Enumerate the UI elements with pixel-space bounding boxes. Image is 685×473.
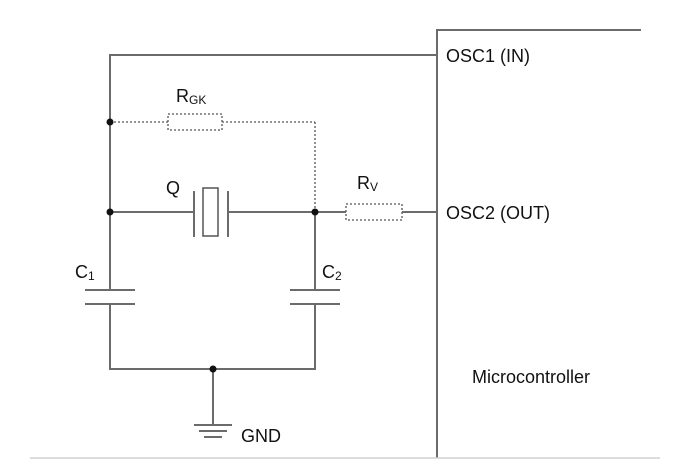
junction-ground (209, 365, 217, 373)
osc1-net (109, 54, 438, 291)
junction-rgk-left (106, 118, 114, 126)
c1-label: C1 (75, 262, 95, 283)
rgk-resistor (167, 113, 223, 131)
rgk-label-sub: GK (189, 93, 206, 107)
osc1-label: OSC1 (IN) (446, 46, 530, 66)
gnd-label: GND (241, 426, 281, 446)
microcontroller-block (436, 29, 641, 458)
rv-label-main: R (357, 173, 370, 193)
capacitor-c2 (290, 211, 340, 370)
c2-label: C2 (322, 262, 342, 283)
ground-net (109, 368, 316, 438)
osc2-label: OSC2 (OUT) (446, 203, 550, 223)
crystal-body (202, 187, 219, 237)
rgk-feedback-path (110, 113, 316, 212)
rgk-label: RGK (176, 86, 206, 107)
microcontroller-label: Microcontroller (472, 367, 590, 387)
c2-label-main: C (322, 262, 335, 282)
c2-label-sub: 2 (335, 269, 342, 283)
junction-crystal-right (311, 208, 319, 216)
rv-label-sub: V (370, 180, 378, 194)
rv-resistor (345, 203, 403, 221)
capacitor-c1 (85, 289, 135, 370)
crystal-label: Q (166, 178, 180, 198)
junction-crystal-left (106, 208, 114, 216)
c1-label-sub: 1 (88, 269, 95, 283)
rgk-label-main: R (176, 86, 189, 106)
rv-label: RV (357, 173, 378, 194)
c1-label-main: C (75, 262, 88, 282)
